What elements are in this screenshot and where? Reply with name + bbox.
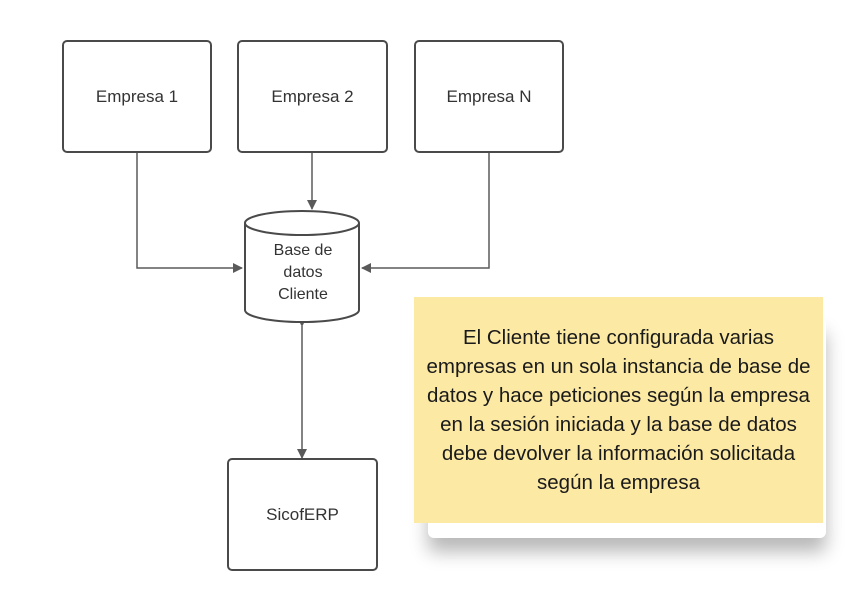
- node-empresa-1[interactable]: Empresa 1: [62, 40, 212, 153]
- node-empresa-n[interactable]: Empresa N: [414, 40, 564, 153]
- connector-empresa1-db: [136, 153, 243, 273]
- database-label-line-1: Base de: [273, 242, 333, 259]
- database-cylinder: [244, 210, 360, 323]
- node-empresa-1-label: Empresa 1: [95, 86, 179, 106]
- connector-empresaN-db: [361, 153, 490, 273]
- database-label-line-2: datos: [283, 264, 323, 281]
- database-label-line-3: Cliente: [278, 286, 328, 303]
- node-sicoferp-label: SicofERP: [266, 504, 339, 524]
- node-empresa-2-label: Empresa 2: [271, 86, 354, 106]
- database-label: Base de datos Cliente: [247, 240, 359, 306]
- node-empresa-2[interactable]: Empresa 2: [237, 40, 388, 153]
- sticky-note[interactable]: El Cliente tiene configurada varias empr…: [414, 297, 823, 523]
- node-empresa-n-label: Empresa N: [446, 86, 532, 106]
- sticky-note-text: El Cliente tiene configurada varias empr…: [426, 326, 811, 494]
- node-sicoferp[interactable]: SicofERP: [227, 458, 378, 571]
